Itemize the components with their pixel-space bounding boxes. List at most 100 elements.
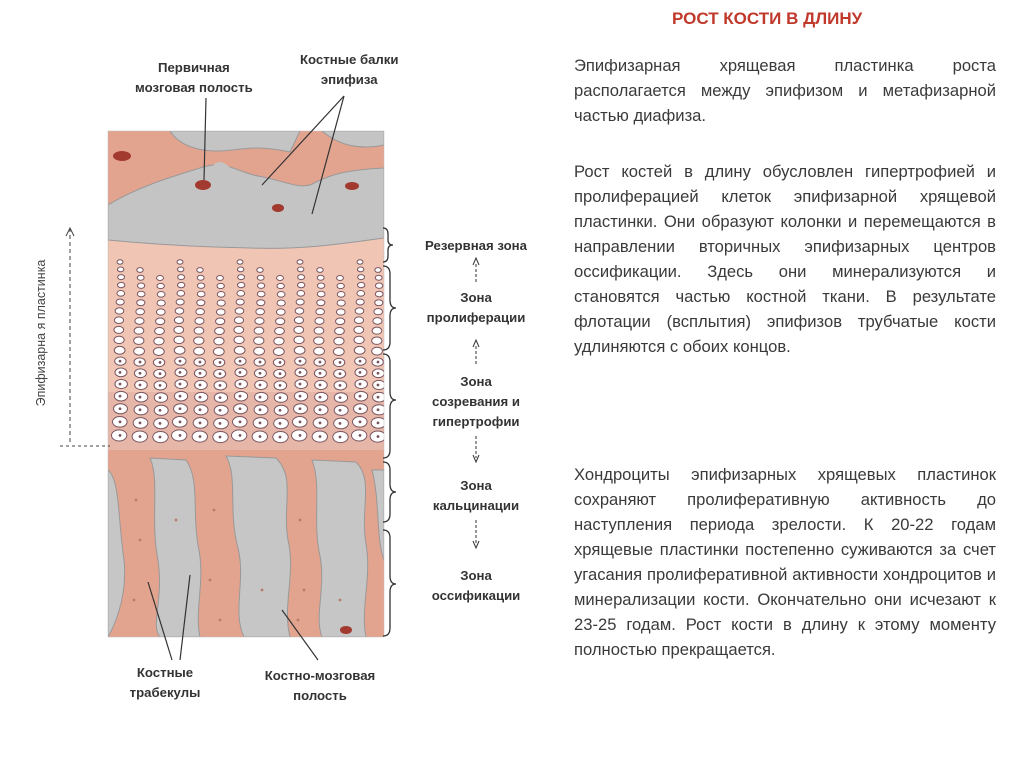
brace-maturation: [382, 353, 397, 459]
chondrocyte-cell: [313, 326, 325, 335]
chondrocyte-nucleus: [258, 395, 262, 399]
chondrocyte-nucleus: [298, 407, 302, 411]
chondrocyte-cell: [276, 299, 286, 307]
chondrocyte-cell: [177, 274, 186, 281]
chondrocyte-cell: [233, 325, 245, 334]
chondrocyte-cell: [353, 335, 365, 345]
chondrocyte-cell: [253, 346, 265, 356]
chondrocyte-cell: [293, 345, 306, 355]
chondrocyte-nucleus: [318, 360, 322, 364]
chondrocyte-cell: [353, 345, 366, 355]
chondrocyte-cell: [176, 266, 185, 273]
chondrocyte-nucleus: [178, 382, 182, 386]
chondrocyte-nucleus: [318, 408, 322, 412]
chondrocyte-cell: [116, 290, 126, 297]
chondrocyte-cell: [297, 274, 306, 281]
chondrocyte-nucleus: [158, 361, 162, 364]
chondrocyte-cell: [294, 307, 305, 315]
chondrocyte-nucleus: [118, 420, 122, 424]
chondrocyte-nucleus: [338, 361, 342, 364]
chondrocyte-cell: [213, 336, 225, 346]
chondrocyte-nucleus: [118, 407, 122, 411]
chondrocyte-cell: [196, 290, 206, 298]
chondrocyte-cell: [256, 282, 266, 289]
chondrocyte-cell: [175, 298, 185, 306]
chondrocyte-columns: [110, 259, 384, 444]
chondrocyte-nucleus: [338, 396, 342, 400]
chondrocyte-cell: [152, 347, 165, 356]
chondrocyte-cell: [133, 346, 145, 356]
chondrocyte-cell: [374, 282, 384, 289]
chondrocyte-cell: [154, 326, 165, 336]
chondrocyte-cell: [256, 274, 265, 281]
label-maturation-zone: Зона созревания и гипертрофии: [432, 374, 520, 429]
chondrocyte-cell: [196, 274, 205, 281]
chondrocyte-nucleus: [338, 421, 342, 425]
chondrocyte-nucleus: [138, 435, 142, 438]
chondrocyte-nucleus: [258, 435, 262, 438]
epiphyseal-plate-label: Эпифизарна я пластинка: [34, 259, 48, 407]
chondrocyte-nucleus: [238, 370, 242, 374]
bone-growth-diagram: [60, 95, 480, 661]
chondrocyte-nucleus: [118, 382, 122, 386]
chondrocyte-cell: [335, 308, 346, 316]
chondrocyte-nucleus: [218, 435, 222, 439]
chondrocyte-cell: [255, 307, 266, 316]
chondrocyte-cell: [116, 266, 125, 273]
chondrocyte-nucleus: [138, 383, 142, 387]
chondrocyte-cell: [253, 336, 265, 345]
chondrocyte-cell: [276, 274, 284, 282]
chondrocyte-nucleus: [298, 434, 302, 437]
chondrocyte-cell: [236, 259, 244, 265]
chondrocyte-cell: [316, 274, 325, 281]
chondrocyte-cell: [296, 290, 306, 297]
chondrocyte-cell: [372, 317, 383, 325]
chondrocyte-cell: [313, 346, 325, 356]
paragraph-chondrocytes: Хондроциты эпифизарных хрящевых пластино…: [574, 465, 996, 659]
label-reserve-zone: Резервная зона: [425, 238, 527, 253]
chondrocyte-cell: [374, 290, 384, 298]
chondrocyte-nucleus: [376, 421, 380, 425]
chondrocyte-nucleus: [278, 384, 282, 387]
chondrocyte-cell: [357, 274, 366, 281]
chondrocyte-cell: [374, 274, 383, 281]
chondrocyte-nucleus: [298, 370, 302, 374]
chondrocyte-nucleus: [358, 370, 362, 374]
chondrocyte-cell: [353, 316, 365, 325]
chondrocyte-nucleus: [376, 371, 380, 375]
chondrocyte-nucleus: [376, 395, 380, 399]
chondrocyte-cell: [117, 274, 126, 281]
chondrocyte-cell: [276, 291, 286, 298]
chondrocyte-nucleus: [238, 407, 242, 411]
chondrocyte-cell: [314, 317, 325, 325]
chondrocyte-cell: [134, 317, 145, 325]
chondrocyte-cell: [293, 335, 305, 345]
chondrocyte-cell: [133, 336, 145, 345]
chondrocyte-cell: [236, 290, 246, 297]
chondrocyte-cell: [373, 307, 384, 316]
chondrocyte-cell: [276, 282, 285, 290]
chondrocyte-nucleus: [218, 361, 222, 364]
chondrocyte-cell: [254, 317, 265, 325]
chondrocyte-cell: [356, 259, 364, 265]
chondrocyte-nucleus: [138, 395, 142, 399]
chondrocyte-nucleus: [338, 372, 342, 376]
chondrocyte-cell: [135, 307, 146, 316]
paragraph-growth: Рост костей в длину обусловлен гипертроф…: [574, 162, 996, 356]
chondrocyte-nucleus: [158, 435, 162, 439]
chondrocyte-cell: [316, 290, 326, 298]
chondrocyte-nucleus: [118, 359, 122, 363]
chondrocyte-nucleus: [358, 434, 362, 437]
chondrocyte-cell: [374, 299, 384, 307]
chondrocyte-cell: [193, 336, 205, 345]
bone-marrow-spaces: [108, 455, 384, 637]
brace-calcification: [382, 461, 397, 523]
chondrocyte-nucleus: [238, 434, 242, 437]
chondrocyte-nucleus: [278, 396, 282, 400]
chondrocyte-cell: [354, 307, 365, 315]
chondrocyte-cell: [115, 298, 125, 306]
chondrocyte-nucleus: [118, 394, 122, 398]
chondrocyte-nucleus: [178, 359, 182, 363]
brace-ossification: [382, 529, 397, 637]
chondrocyte-cell: [193, 346, 205, 356]
